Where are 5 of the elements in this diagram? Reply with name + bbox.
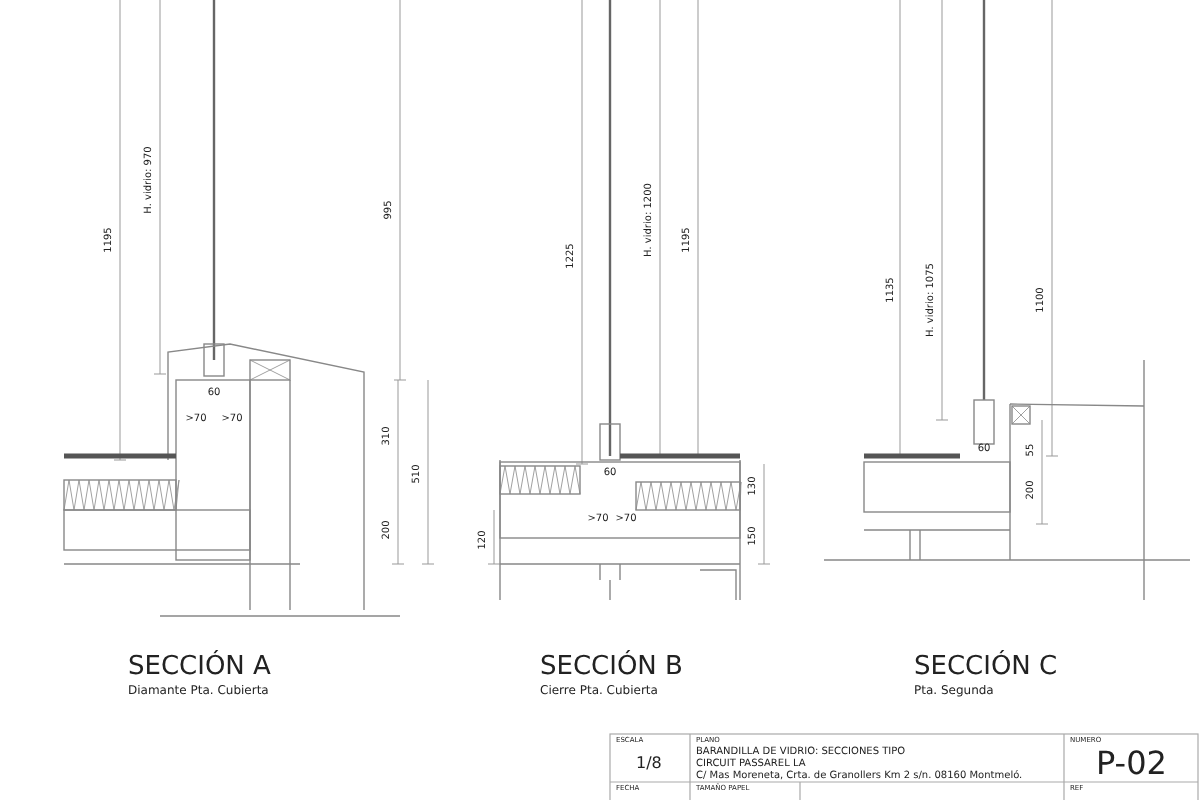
scale-value: 1/8 bbox=[636, 756, 662, 772]
section-title: SECCIÓN A bbox=[128, 654, 271, 680]
section-title: SECCIÓN C bbox=[914, 654, 1058, 680]
sheet-number: P-02 bbox=[1096, 748, 1167, 780]
section-title: SECCIÓN B bbox=[540, 654, 683, 680]
